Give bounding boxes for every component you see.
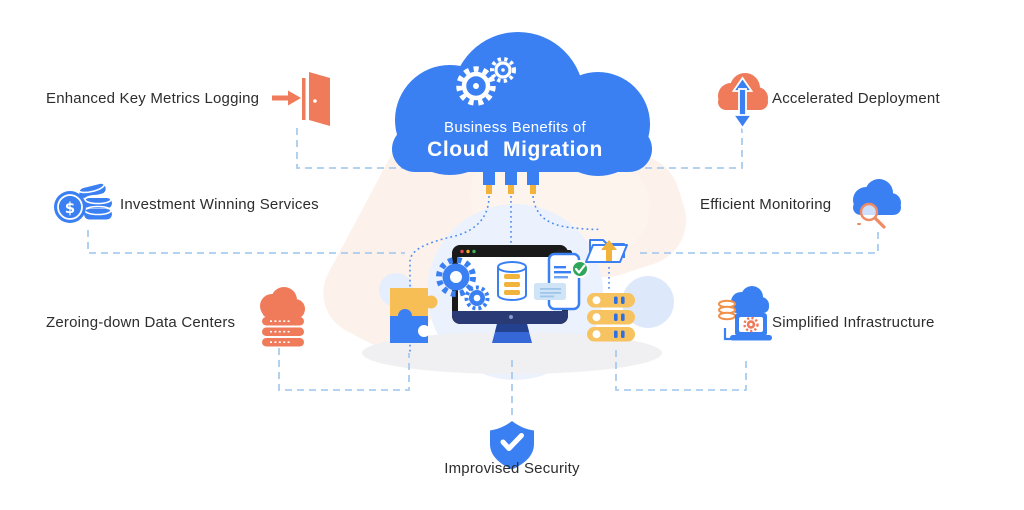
benefit-label-investment-winning-services: Investment Winning Services (120, 196, 319, 213)
cloud-server-icon (260, 287, 305, 347)
cloud-plugs (483, 171, 539, 194)
database-icon (497, 261, 527, 301)
cloud-magnifier-icon (853, 179, 901, 229)
folder-upload-icon (585, 239, 628, 263)
ground-shadow (362, 332, 662, 374)
puzzle-icon (390, 288, 438, 343)
shield-check-icon (490, 421, 534, 470)
gears-icon (456, 57, 516, 106)
benefit-label-efficient-monitoring: Efficient Monitoring (700, 196, 832, 213)
screen-gears-icon (436, 257, 490, 311)
door-exit-icon (272, 72, 330, 126)
check-badge-icon (571, 260, 589, 278)
monitor-illustration (436, 245, 589, 343)
browser-dots-icon (460, 249, 476, 254)
benefit-label-simplified-infrastructure: Simplified Infrastructure (772, 314, 935, 331)
cloud-banner (392, 32, 652, 194)
benefit-label-improvised-security: Improvised Security (444, 460, 580, 477)
server-stack-icon (587, 293, 635, 342)
cloud-title-line2: Cloud Migration (427, 138, 603, 161)
cloud-updown-arrow-icon (718, 73, 768, 130)
benefit-label-enhanced-key-metrics-logging: Enhanced Key Metrics Logging (46, 90, 260, 107)
benefit-label-zeroing-down-data-centers: Zeroing-down Data Centers (46, 314, 236, 331)
connector-lines (87, 126, 879, 418)
coins-dollar-icon: $ (54, 181, 112, 223)
phone-icon (534, 250, 589, 311)
cloud-title-line1: Business Benefits of (444, 119, 586, 136)
dotted-lines (409, 195, 610, 352)
benefit-label-accelerated-deployment: Accelerated Deployment (772, 90, 940, 107)
cloud-laptop-icon (718, 286, 772, 341)
chat-card-icon (534, 283, 566, 300)
dollar-glyph: $ (65, 199, 75, 217)
